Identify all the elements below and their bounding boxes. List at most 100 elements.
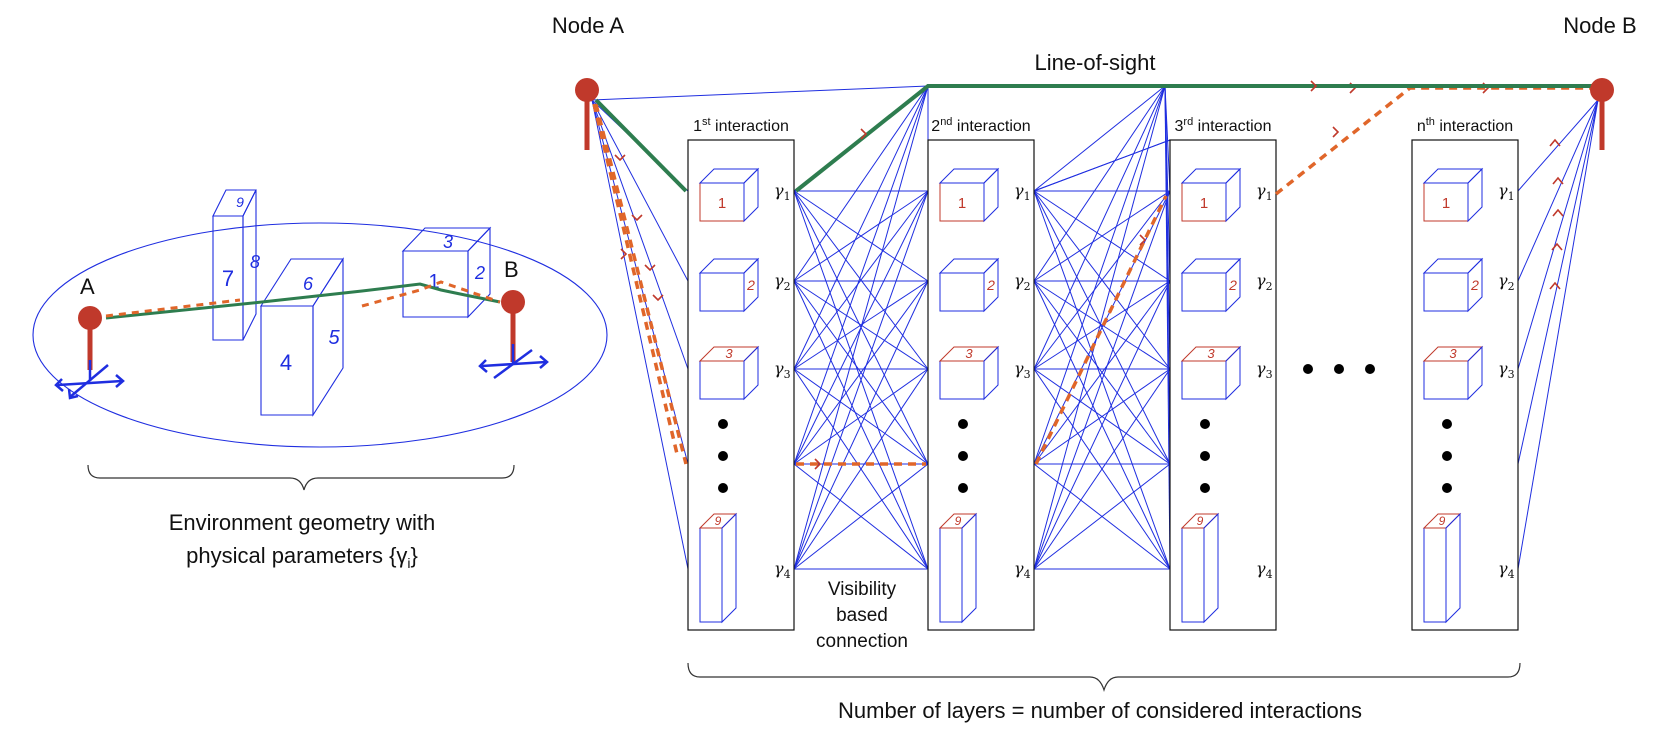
arrow-mark: [1552, 176, 1564, 185]
arrow-mark: [652, 294, 664, 302]
visibility-edge: [793, 85, 929, 282]
face-label-b4-side: 5: [328, 327, 340, 349]
gamma-label: γ1: [1256, 181, 1273, 203]
visibility-edge: [1033, 85, 1166, 282]
cube-face-label: 9: [715, 514, 722, 528]
visibility-line1: Visibility: [828, 579, 897, 600]
ground-ellipse: [32, 222, 608, 448]
gamma-label: γ4: [774, 559, 791, 581]
visibility-edge: [1517, 99, 1599, 370]
cube-1: 1γ1: [938, 167, 1031, 223]
visibility-edge: [793, 190, 929, 370]
gamma-label: γ3: [1014, 359, 1031, 381]
gamma-label: γ2: [1498, 271, 1515, 293]
visibility-edge: [591, 85, 929, 101]
cube-face-label: 9: [1197, 514, 1204, 528]
layer-heading: 2nd interaction: [931, 116, 1030, 135]
label-b: B: [504, 257, 519, 282]
visibility-edge: [591, 99, 689, 282]
visibility-edge: [1033, 139, 1171, 192]
row-ellipsis-dot: [958, 483, 968, 493]
row-ellipsis-dot: [1200, 483, 1210, 493]
arrow-mark: [1310, 80, 1318, 92]
gamma-label: γ1: [1014, 181, 1031, 203]
visibility-edge: [793, 85, 929, 465]
los-route: [594, 80, 1596, 193]
left-caption-line1: Environment geometry with: [169, 510, 436, 535]
bottom-caption: Number of layers = number of considered …: [838, 698, 1362, 723]
gamma-label: γ4: [1256, 559, 1273, 581]
layer-heading: 3rd interaction: [1175, 116, 1272, 135]
face-label-b4-top: 6: [303, 274, 314, 294]
label-a: A: [80, 274, 95, 299]
visibility-edge: [1517, 99, 1599, 570]
left-brace: [87, 464, 515, 491]
row-ellipsis-dot: [1442, 451, 1452, 461]
cube-2: 2 γ2: [1180, 257, 1273, 313]
visibility-edge: [793, 368, 929, 570]
cube-face-label: 3: [965, 346, 973, 361]
visibility-line2: based: [836, 605, 888, 626]
arrow-mark: [620, 248, 628, 260]
visibility-edge: [1517, 99, 1599, 282]
cube-face-label: 2: [746, 277, 755, 293]
face-label-b3-top: 3: [443, 232, 453, 252]
face-label-b3-front: 1: [428, 271, 439, 293]
layer-heading: nth interaction: [1417, 116, 1513, 135]
gamma-label: γ3: [774, 359, 791, 381]
visibility-edge: [591, 99, 689, 570]
gamma-label: γ3: [1498, 359, 1515, 381]
visibility-edge: [1033, 85, 1166, 465]
visibility-line3: connection: [816, 631, 908, 652]
gamma-label: γ2: [1014, 271, 1031, 293]
cube-3: 3γ3: [1422, 345, 1515, 401]
visibility-edge: [1033, 280, 1171, 465]
los-path-left: [105, 282, 501, 320]
visibility-edge: [1517, 99, 1599, 465]
gamma-label: γ2: [1256, 271, 1273, 293]
visibility-edge: [1517, 99, 1599, 192]
cube-4: 9γ4: [938, 512, 1031, 624]
cube-face-label: 9: [955, 514, 962, 528]
visibility-edge: [1033, 463, 1171, 570]
gamma-label: γ1: [774, 181, 791, 203]
bottom-brace: [687, 662, 1521, 693]
cube-face-label: 2: [1470, 277, 1479, 293]
antenna-a: [54, 306, 125, 400]
cube-4: 9 γ4: [1180, 512, 1273, 624]
multipath-segment: [592, 103, 680, 459]
arrow-mark: [1552, 208, 1564, 217]
cube-3: 3γ3: [1180, 345, 1273, 401]
reflection-path-left-2: [361, 280, 501, 308]
visibility-edge: [793, 190, 929, 570]
visibility-edge: [793, 85, 929, 570]
visibility-edge: [1033, 280, 1171, 370]
visibility-edge: [793, 368, 929, 465]
reflection-path-left: [105, 298, 241, 318]
arrow-mark: [1549, 281, 1561, 290]
face-label-b9-side: 8: [250, 252, 260, 272]
cube-face-label: 2: [1228, 277, 1237, 293]
visibility-edge: [1033, 368, 1171, 465]
cube-4: 9 γ4: [698, 512, 791, 624]
cube-face-label: 1: [1442, 195, 1450, 212]
arrow-mark: [1139, 234, 1147, 246]
arrow-mark: [814, 458, 822, 470]
face-label-b3-side: 2: [474, 263, 485, 283]
layer-frame: [1411, 139, 1519, 631]
visibility-edge: [793, 85, 929, 370]
layer-heading: 1st interaction: [693, 116, 789, 135]
building-6: [259, 257, 345, 417]
face-label-b9-top: 9: [236, 194, 244, 210]
visibility-edge: [1033, 85, 1166, 570]
layer-frame: [687, 139, 795, 631]
building-9: [212, 189, 257, 341]
cube-face-label: 1: [1200, 195, 1208, 212]
row-ellipsis-dot: [718, 419, 728, 429]
